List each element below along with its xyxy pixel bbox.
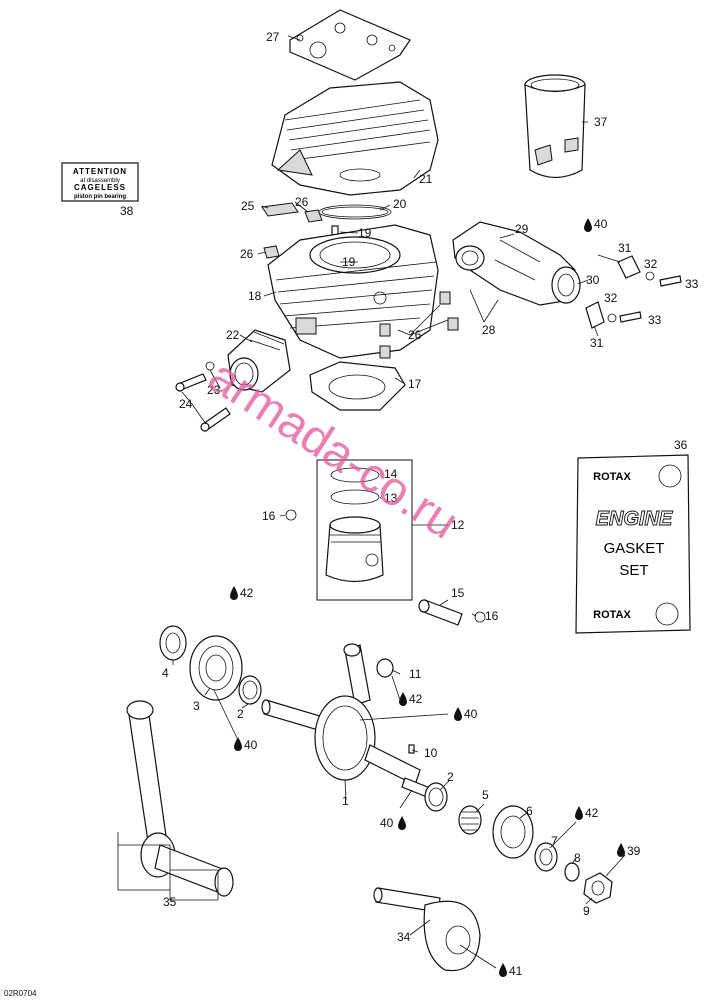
cylinder-plugs xyxy=(379,291,459,359)
callout-42-right: 42 xyxy=(585,806,599,820)
callout-38: 38 xyxy=(120,204,134,218)
callout-31-top: 31 xyxy=(618,241,632,255)
callout-21: 21 xyxy=(419,172,433,186)
base-gasket-part xyxy=(309,361,406,411)
callout-28: 28 xyxy=(482,323,496,337)
connecting-rod-part xyxy=(126,700,234,897)
attention-sticker: ATTENTION at disassembly CAGELESS piston… xyxy=(61,162,139,202)
callout-11: 11 xyxy=(409,667,422,681)
callout-23: 23 xyxy=(207,383,221,397)
lubricant-drop-icons xyxy=(230,218,625,977)
drop-icon xyxy=(499,963,507,977)
callout-9: 9 xyxy=(583,904,590,918)
gasket-set-line3: SET xyxy=(619,562,648,579)
callout-6: 6 xyxy=(526,804,533,818)
drop-icon xyxy=(230,586,238,600)
right-bearings xyxy=(424,782,613,904)
callout-41: 41 xyxy=(509,964,523,978)
cylinder-part xyxy=(267,224,439,359)
callout-40-left: 40 xyxy=(244,738,258,752)
callout-22: 22 xyxy=(226,328,240,342)
drop-icon xyxy=(398,816,406,830)
callout-42-mid: 42 xyxy=(409,692,423,706)
callout-16-left: 16 xyxy=(262,509,276,523)
callout-33-top: 33 xyxy=(685,277,699,291)
callout-34: 34 xyxy=(397,930,411,944)
callout-30: 30 xyxy=(586,273,600,287)
callout-40-exhaust: 40 xyxy=(594,217,608,231)
callout-numbers: 27 37 21 38 25 26 20 19 26 19 18 26 17 2… xyxy=(120,30,699,978)
gasket-set-package: ROTAX ENGINE GASKET SET ROTAX xyxy=(575,454,691,634)
gasket-set-line2: GASKET xyxy=(604,540,665,557)
drop-icon xyxy=(575,806,583,820)
callout-10: 10 xyxy=(424,746,438,760)
drop-icon xyxy=(399,692,407,706)
callout-14: 14 xyxy=(384,467,398,481)
drop-icon xyxy=(454,707,462,721)
callout-12: 12 xyxy=(451,518,465,532)
exhaust-hardware xyxy=(585,255,682,329)
piston-group xyxy=(316,459,413,601)
piston-pin-parts xyxy=(285,509,486,626)
drop-icon xyxy=(617,843,625,857)
sticker-line1: ATTENTION xyxy=(73,167,127,176)
drop-icon xyxy=(234,737,242,751)
callout-32-bottom: 32 xyxy=(604,291,618,305)
callout-26-left: 26 xyxy=(240,247,254,261)
callout-29: 29 xyxy=(515,222,529,236)
callout-24: 24 xyxy=(179,397,193,411)
callout-8: 8 xyxy=(574,851,581,865)
callout-2-right: 2 xyxy=(447,770,454,784)
callout-39: 39 xyxy=(627,844,641,858)
sticker-line3: CAGELESS xyxy=(74,183,126,192)
callout-27: 27 xyxy=(266,30,280,44)
cylinder-sleeve-part xyxy=(524,74,586,179)
callout-20: 20 xyxy=(393,197,407,211)
callout-19-mid: 19 xyxy=(342,255,356,269)
callout-40-crank: 40 xyxy=(464,707,478,721)
callout-15: 15 xyxy=(451,586,465,600)
callout-32-top: 32 xyxy=(644,257,658,271)
drawing-code: 02R0704 xyxy=(4,989,37,998)
callout-17: 17 xyxy=(408,377,422,391)
gasket-set-line1: ENGINE xyxy=(596,508,673,530)
callout-31-bottom: 31 xyxy=(590,336,604,350)
leader-lines xyxy=(117,35,626,969)
callout-35: 35 xyxy=(163,895,177,909)
head-gasket-part xyxy=(289,9,411,81)
callout-26-right: 26 xyxy=(408,328,422,342)
callout-42-left: 42 xyxy=(240,586,254,600)
cylinder-head-part xyxy=(271,81,439,196)
callout-36: 36 xyxy=(674,438,688,452)
callout-26-top: 26 xyxy=(295,195,309,209)
callout-19-top: 19 xyxy=(358,226,372,240)
callout-2-left: 2 xyxy=(237,707,244,721)
callout-7: 7 xyxy=(551,834,558,848)
crankshaft-half-part xyxy=(373,887,481,972)
callout-13: 13 xyxy=(384,491,398,505)
left-bearings xyxy=(159,625,262,705)
sticker-line2: at disassembly xyxy=(80,178,120,184)
drop-icon xyxy=(584,218,592,232)
callout-5: 5 xyxy=(482,788,489,802)
callout-18: 18 xyxy=(248,289,262,303)
crankshaft-part xyxy=(261,643,431,798)
callout-25: 25 xyxy=(241,199,255,213)
callout-33-bottom: 33 xyxy=(648,313,662,327)
callout-1: 1 xyxy=(342,794,349,808)
callout-40-bottom: 40 xyxy=(380,816,394,830)
callout-3: 3 xyxy=(193,699,200,713)
gasket-set-brand-bottom: ROTAX xyxy=(593,609,631,621)
gasket-set-brand-top: ROTAX xyxy=(593,471,631,483)
callout-4: 4 xyxy=(162,666,169,680)
sticker-line4: piston pin bearing xyxy=(74,194,126,200)
callout-16-right: 16 xyxy=(485,609,499,623)
exhaust-manifold-part xyxy=(452,221,581,306)
intake-manifold-part xyxy=(175,329,291,432)
callout-37: 37 xyxy=(594,115,608,129)
